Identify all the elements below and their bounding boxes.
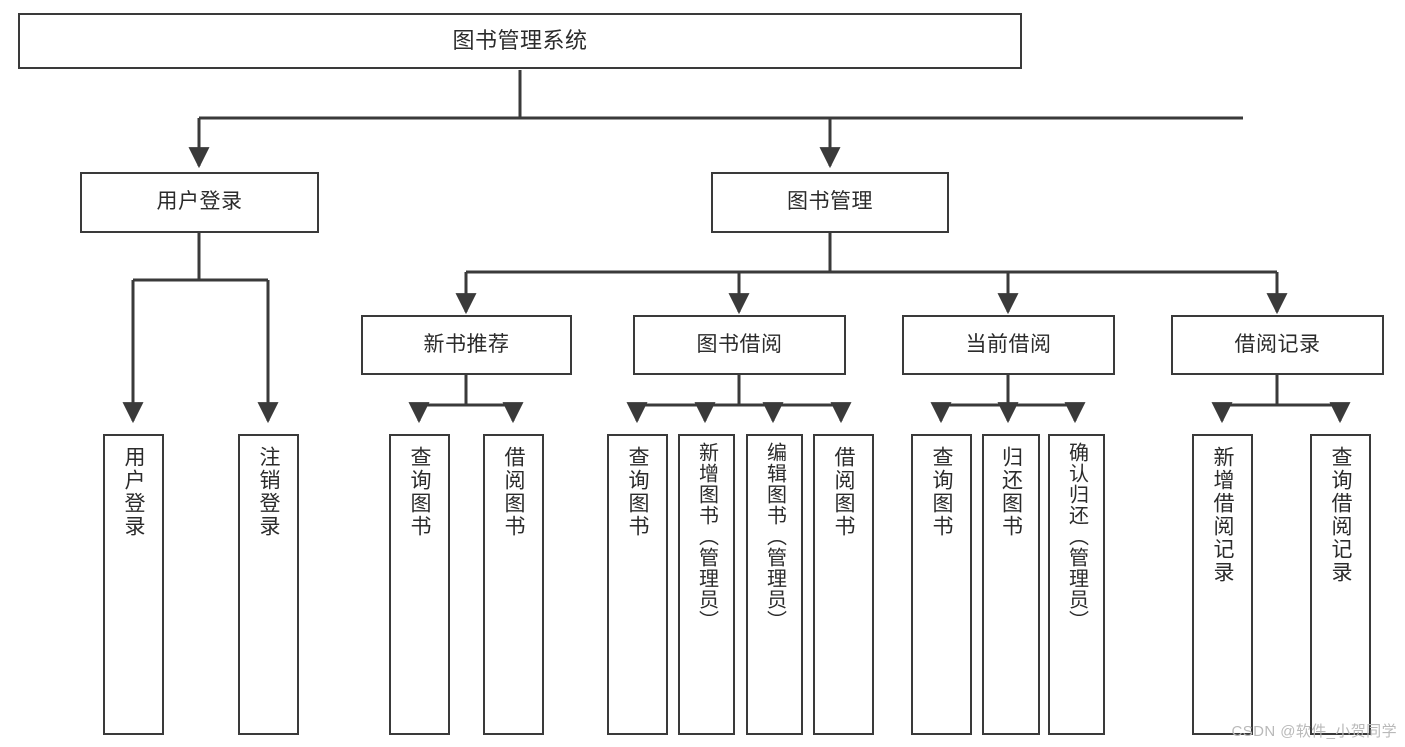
node-leaf-query-books-borrow[interactable]: 查询图书: [607, 434, 668, 735]
node-label: 归还图书: [999, 446, 1023, 538]
node-label: 新书推荐: [423, 332, 510, 356]
node-leaf-query-borrow-record[interactable]: 查询借阅记录: [1310, 434, 1371, 735]
node-leaf-query-books-recommend[interactable]: 查询图书: [389, 434, 450, 735]
node-leaf-borrow-books-recommend[interactable]: 借阅图书: [483, 434, 544, 735]
node-label: 查询图书: [626, 446, 649, 538]
node-leaf-logout[interactable]: 注销登录: [238, 434, 299, 735]
node-leaf-edit-book-admin[interactable]: 编辑图书（管理员）: [746, 434, 803, 735]
node-new-book-recommendation[interactable]: 新书推荐: [361, 315, 572, 375]
node-label: 当前借阅: [965, 332, 1052, 356]
node-label: 编辑图书（管理员）: [763, 442, 786, 631]
node-label: 注销登录: [257, 446, 280, 538]
node-label: 查询图书: [408, 446, 431, 538]
node-leaf-borrow-books[interactable]: 借阅图书: [813, 434, 874, 735]
node-label: 新增借阅记录: [1211, 446, 1234, 584]
node-book-management[interactable]: 图书管理: [711, 172, 949, 233]
node-book-borrowing[interactable]: 图书借阅: [633, 315, 846, 375]
node-leaf-user-login[interactable]: 用户登录: [103, 434, 164, 735]
node-leaf-confirm-return-admin[interactable]: 确认归还（管理员）: [1048, 434, 1105, 735]
node-label: 确认归还（管理员）: [1065, 442, 1088, 631]
node-label: 查询图书: [930, 446, 953, 538]
node-label: 借阅记录: [1234, 332, 1321, 356]
node-leaf-add-borrow-record[interactable]: 新增借阅记录: [1192, 434, 1253, 735]
node-user-login[interactable]: 用户登录: [80, 172, 319, 233]
node-label: 用户登录: [122, 446, 145, 538]
node-root-library-management-system[interactable]: 图书管理系统: [18, 13, 1022, 69]
node-label: 图书管理: [787, 190, 873, 214]
csdn-watermark: CSDN @软件_小贺同学: [1231, 723, 1397, 740]
node-label: 用户登录: [156, 190, 243, 214]
node-label: 新增图书（管理员）: [695, 442, 718, 631]
node-leaf-query-books-current[interactable]: 查询图书: [911, 434, 972, 735]
node-leaf-add-book-admin[interactable]: 新增图书（管理员）: [678, 434, 735, 735]
node-current-borrowing[interactable]: 当前借阅: [902, 315, 1115, 375]
node-label: 查询借阅记录: [1329, 446, 1352, 584]
node-leaf-return-books[interactable]: 归还图书: [982, 434, 1040, 735]
node-label: 图书借阅: [696, 332, 783, 356]
node-label: 借阅图书: [832, 446, 855, 538]
node-borrowing-record[interactable]: 借阅记录: [1171, 315, 1384, 375]
node-label: 借阅图书: [502, 446, 525, 538]
node-label: 图书管理系统: [452, 28, 588, 54]
